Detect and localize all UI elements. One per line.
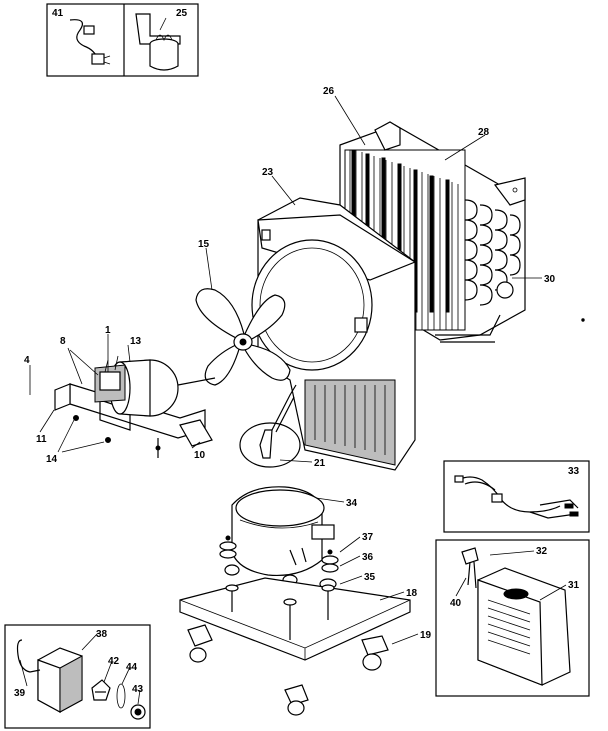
wiring-harness-part-33 (454, 475, 579, 519)
callout-40: 40 (450, 598, 462, 609)
caster-wheels (187, 624, 389, 716)
callout-26: 26 (323, 86, 335, 97)
callout-10: 10 (194, 450, 206, 461)
capacitor-part-25 (135, 13, 181, 71)
callout-37: 37 (362, 532, 374, 543)
callout-4: 4 (24, 355, 30, 366)
inset-power-cord-capacitor: 41 25 (46, 3, 199, 77)
callout-19: 19 (420, 630, 432, 641)
callout-8: 8 (60, 336, 66, 347)
callout-1: 1 (105, 325, 111, 336)
wire-part-39 (16, 639, 41, 673)
thermistor-part-21 (239, 384, 301, 468)
inset-wiring-harness (443, 460, 590, 533)
power-cord-part-41 (69, 19, 111, 65)
stray-dot (581, 318, 585, 322)
screws-part-32-40 (461, 547, 479, 589)
callout-35: 35 (364, 572, 376, 583)
callout-25: 25 (176, 8, 188, 19)
callout-42: 42 (108, 656, 120, 667)
leader-lines (19, 95, 567, 705)
callout-32: 32 (536, 546, 548, 557)
callout-13: 13 (130, 336, 142, 347)
callout-18: 18 (406, 588, 418, 599)
callout-30: 30 (544, 274, 556, 285)
callout-36: 36 (362, 552, 374, 563)
nut-part-43 (130, 704, 146, 720)
callout-34: 34 (346, 498, 358, 509)
fan-shroud-part-23 (251, 197, 417, 471)
callout-14: 14 (46, 454, 58, 465)
inset-switch-parts (4, 624, 151, 729)
callout-31: 31 (568, 580, 580, 591)
callout-28: 28 (478, 127, 490, 138)
callout-43: 43 (132, 684, 144, 695)
fan-blade-part-15 (195, 288, 291, 386)
knob-part-42 (91, 679, 111, 701)
callout-21: 21 (314, 458, 326, 469)
spring-part-44 (116, 683, 126, 709)
callout-15: 15 (198, 239, 210, 250)
callout-38: 38 (96, 629, 108, 640)
callout-23: 23 (262, 167, 274, 178)
coil-tubes (435, 199, 521, 343)
control-box-part-31 (477, 567, 571, 686)
callout-33: 33 (568, 466, 580, 477)
compressor-part-34 (219, 486, 339, 590)
inset-control-box (435, 539, 590, 697)
callout-11: 11 (36, 434, 47, 445)
base-pan-part-18 (179, 577, 411, 716)
callout-labels: 26 28 23 30 15 1 8 13 4 11 14 10 21 33 3… (14, 86, 580, 699)
switch-bracket-part-38 (37, 647, 83, 714)
callout-39: 39 (14, 688, 26, 699)
callout-41: 41 (52, 8, 64, 19)
fan-motor-assembly (54, 355, 216, 458)
callout-44: 44 (126, 662, 138, 673)
